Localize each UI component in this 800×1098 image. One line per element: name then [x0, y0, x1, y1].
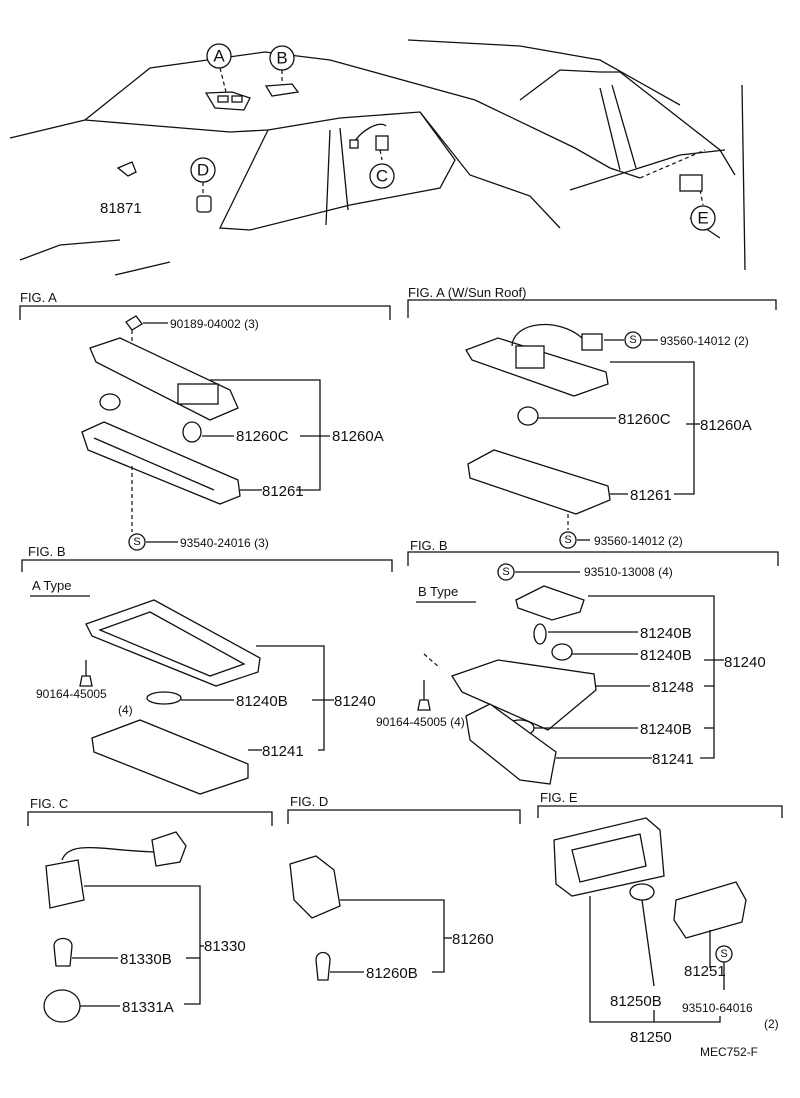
fig-b-b-type: FIG. B S 93510-13008 (4) B Type 81240B 8…	[376, 538, 779, 785]
callout-c: C	[369, 163, 395, 189]
fig-a-sunroof-bulb-label: 81260C	[618, 411, 671, 428]
fig-a-sunroof: FIG. A (W/Sun Roof) S 93560-14012 (2) 81…	[407, 285, 777, 549]
fig-e-assy-label: 81250	[630, 1029, 672, 1046]
fig-b-b-clip-label: 93510-13008 (4)	[584, 565, 673, 579]
leader-lines-top	[202, 67, 706, 206]
svg-text:D: D	[197, 161, 209, 180]
fig-b-a-title: FIG. B	[28, 544, 66, 559]
svg-text:A: A	[213, 47, 225, 66]
fig-b-a-type: A Type	[32, 578, 72, 593]
lamp-a-in-car	[204, 91, 251, 111]
callout-b: B	[269, 45, 295, 71]
fig-e-title: FIG. E	[540, 790, 578, 805]
label-81871: 81871	[100, 200, 142, 217]
part-81871-bracket	[116, 161, 137, 177]
svg-text:B: B	[276, 49, 287, 68]
fig-c-socket-label: 81331A	[122, 999, 174, 1016]
callout-a: A	[206, 43, 232, 69]
callout-d: D	[190, 157, 216, 183]
fig-a-screw-label: 90189-04002 (3)	[170, 317, 259, 331]
fig-a-sunroof-title: FIG. A (W/Sun Roof)	[408, 285, 527, 300]
fig-a-sunroof-assy-label: 81260A	[700, 417, 752, 434]
fig-d-title: FIG. D	[290, 794, 328, 809]
fig-c: FIG. C 81330B 81330 81331A	[27, 796, 273, 1023]
fig-a: FIG. A 90189-04002 (3) 81260C 81260A 812…	[19, 290, 391, 551]
svg-text:C: C	[376, 167, 388, 186]
svg-text:E: E	[697, 209, 708, 228]
fig-d-assy-label: 81260	[452, 931, 494, 948]
diagram-code: MEC752-F	[700, 1045, 758, 1059]
fig-b-a-screw-label: 90164-45005	[36, 687, 107, 701]
lamp-d-in-car	[196, 195, 212, 213]
lamp-b-in-car	[264, 83, 300, 97]
fig-b-a-bulb-label: 81240B	[236, 693, 288, 710]
vehicle-outline	[9, 39, 746, 276]
svg-text:S: S	[502, 566, 509, 578]
fig-b-a-lens-label: 81241	[262, 743, 304, 760]
fig-c-bulb-label: 81330B	[120, 951, 172, 968]
fig-b-b-type: B Type	[418, 584, 458, 599]
svg-text:S: S	[720, 948, 727, 960]
callout-e: E	[690, 205, 716, 231]
fig-e-clip-qty: (2)	[764, 1017, 779, 1031]
svg-text:S: S	[564, 534, 571, 546]
fig-b-b-housing-label: 81248	[652, 679, 694, 696]
lamp-e-in-car	[679, 174, 703, 192]
fig-a-clip-label: 93540-24016 (3)	[180, 536, 269, 550]
fig-a-lens-label: 81261	[262, 483, 304, 500]
fig-b-a-assy-label: 81240	[334, 693, 376, 710]
fig-e-bulb-label: 81250B	[610, 993, 662, 1010]
fig-b-b-assy-label: 81240	[724, 654, 766, 671]
fig-c-title: FIG. C	[30, 796, 68, 811]
fig-b-b-bulb1-label: 81240B	[640, 625, 692, 642]
lamp-c-in-car	[349, 123, 389, 151]
fig-a-title: FIG. A	[20, 290, 57, 305]
fig-a-sunroof-lens-label: 81261	[630, 487, 672, 504]
fig-e-lens-label: 81251	[684, 963, 726, 980]
fig-b-b-bulb2-label: 81240B	[640, 647, 692, 664]
svg-text:S: S	[629, 334, 636, 346]
fig-e-clip-label: 93510-64016	[682, 1001, 753, 1015]
fig-d: FIG. D 81260 81260B	[287, 794, 521, 982]
fig-b-b-screw-label: 90164-45005 (4)	[376, 715, 465, 729]
fig-a-sunroof-clip-bottom-label: 93560-14012 (2)	[594, 534, 683, 548]
svg-text:S: S	[133, 536, 140, 548]
fig-b-a-type: FIG. B A Type 90164-45005 (4) 81240B 812…	[21, 544, 393, 795]
fig-b-b-bulb3-label: 81240B	[640, 721, 692, 738]
fig-b-a-screw-qty: (4)	[118, 703, 133, 717]
fig-a-bulb-label: 81260C	[236, 428, 289, 445]
fig-c-assy-label: 81330	[204, 938, 246, 955]
fig-d-bulb-label: 81260B	[366, 965, 418, 982]
fig-a-assy-label: 81260A	[332, 428, 384, 445]
fig-a-sunroof-clip-top-label: 93560-14012 (2)	[660, 334, 749, 348]
fig-e: FIG. E 81251 S 81250B 93510-64016 (2) 81…	[537, 790, 783, 1046]
fig-b-b-lens-label: 81241	[652, 751, 694, 768]
fig-b-b-title: FIG. B	[410, 538, 448, 553]
